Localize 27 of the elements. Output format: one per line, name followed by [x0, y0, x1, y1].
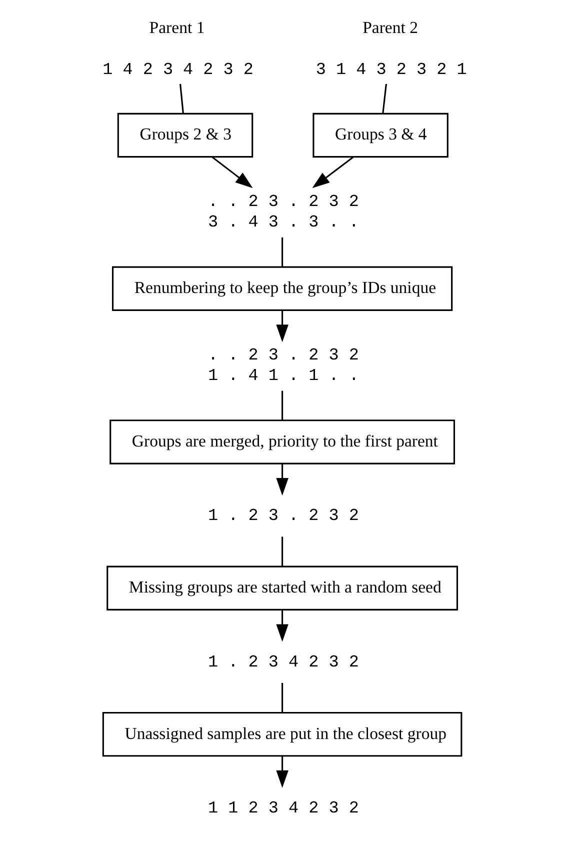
node-label: Parent 2: [362, 18, 418, 38]
node-box: Missing groups are started with a random seed: [106, 566, 458, 610]
node-text: 3 1 4 3 2 3 2 1: [315, 60, 466, 80]
node-text: . . 2 3 . 2 3 2 3 . 4 3 . 3 . .: [208, 193, 358, 233]
arrow: [211, 156, 252, 188]
arrow: [276, 310, 288, 342]
connector: [281, 682, 283, 712]
node-box: Groups are merged, priority to the first parent: [109, 420, 455, 464]
node-text: . . 2 3 . 2 3 2 1 . 4 1 . 1 . .: [208, 346, 358, 386]
node-box: Groups 3 & 4: [312, 112, 448, 158]
arrow: [312, 156, 354, 188]
node-box: Groups 2 & 3: [116, 112, 253, 158]
node-text: 1 . 2 3 . 2 3 2: [208, 507, 358, 526]
connector: [382, 84, 387, 114]
arrow: [276, 756, 288, 788]
connector: [179, 84, 184, 114]
node-text: 1 4 2 3 4 2 3 2: [102, 60, 253, 80]
connector: [281, 390, 283, 420]
node-box: Unassigned samples are put in the closest group: [102, 712, 462, 757]
arrow: [276, 610, 288, 642]
node-box: Renumbering to keep the group’s IDs unique: [111, 266, 452, 311]
connector: [281, 237, 283, 267]
node-text: 1 . 2 3 4 2 3 2: [208, 653, 358, 672]
node-label: Parent 1: [148, 18, 204, 38]
connector: [281, 536, 283, 566]
arrow: [276, 464, 288, 496]
node-text: 1 1 2 3 4 2 3 2: [208, 799, 358, 818]
